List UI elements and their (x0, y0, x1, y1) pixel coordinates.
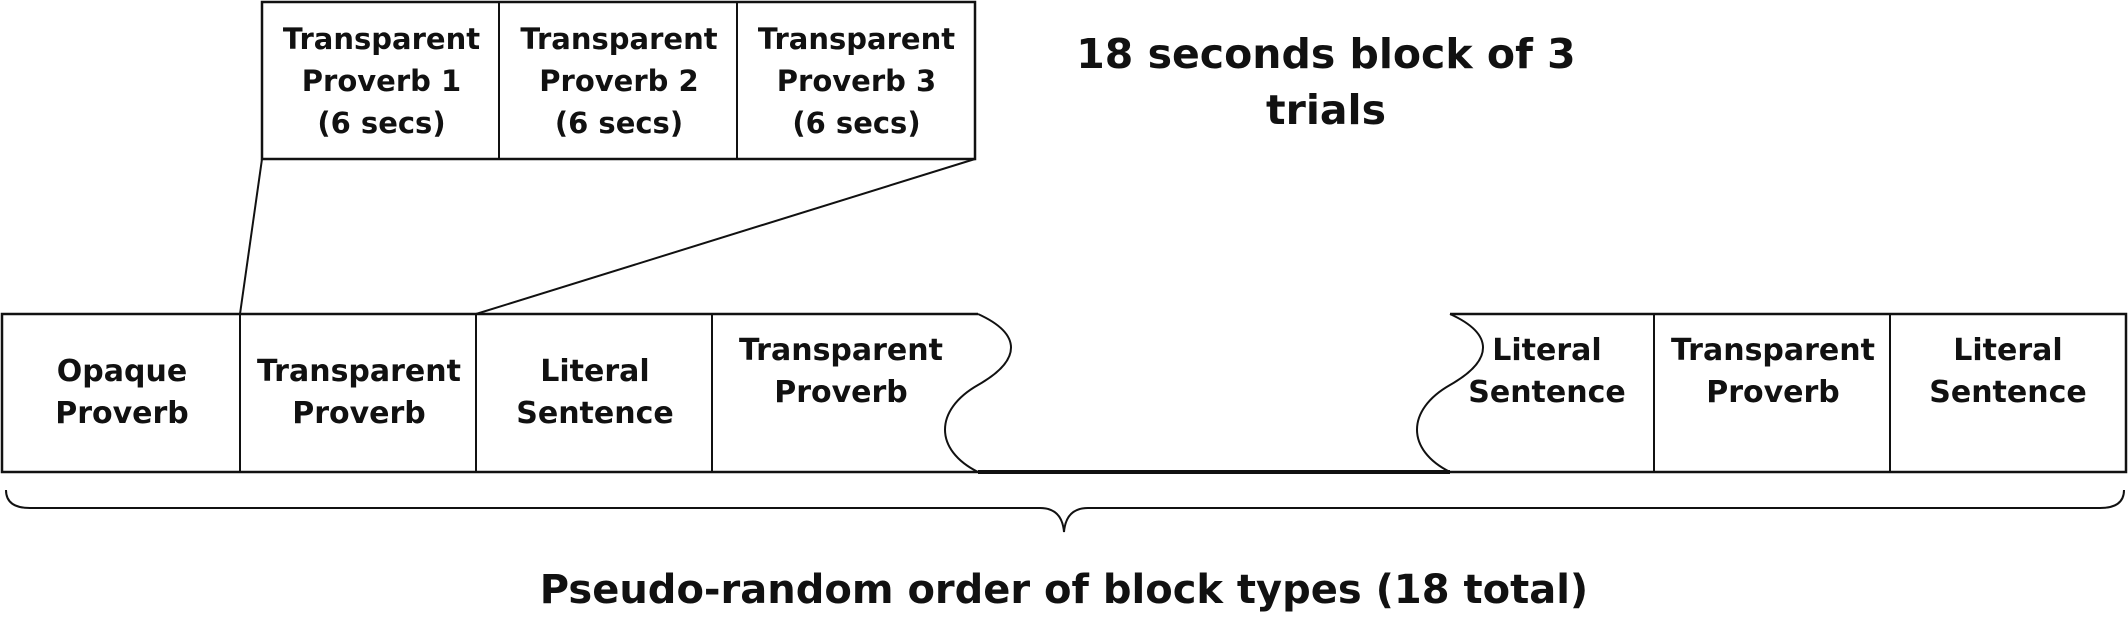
zoom-trial-1: Transparent Proverb 1 (6 secs) (264, 4, 499, 157)
sequence-right-segment (1450, 312, 2128, 474)
sequence-block-7-line-2: Sentence (1929, 375, 2087, 410)
sequence-block-7-line-1: Literal (1953, 333, 2063, 368)
zoom-box-border (260, 0, 977, 161)
sequence-block-7: Literal Sentence (1892, 316, 2124, 470)
zoom-trial-2-line-3: (6 secs) (554, 105, 684, 140)
zoom-caption-line-1: 18 seconds block of 3 (1076, 30, 1576, 78)
sequence-block-3-line-2: Sentence (516, 396, 674, 431)
sequence-block-5-line-1: Literal (1492, 333, 1602, 368)
sequence-block-4-line-2: Proverb (774, 375, 908, 410)
zoom-trial-2-line-1: Transparent (520, 21, 718, 56)
zoom-trial-3-line-2: Proverb 3 (776, 63, 937, 98)
zoom-connector-right (475, 158, 976, 315)
sequence-block-6-line-2: Proverb (1706, 375, 1840, 410)
sequence-block-5-line-2: Sentence (1468, 375, 1626, 410)
zoom-trial-1-line-1: Transparent (282, 21, 481, 56)
zoom-trial-1-line-2: Proverb 1 (301, 63, 462, 98)
sequence-block-3: Literal Sentence (478, 316, 712, 470)
sequence-block-1-line-1: Opaque (56, 354, 188, 389)
sequence-block-6-line-1: Transparent (1671, 333, 1875, 368)
sequence-block-4-line-1: Transparent (739, 333, 943, 368)
sequence-block-5: Literal Sentence (1440, 316, 1654, 470)
sequence-block-4: Transparent Proverb (714, 316, 968, 470)
sequence-caption: Pseudo-random order of block types (18 t… (539, 567, 1589, 613)
sequence-block-2-line-2: Proverb (292, 396, 426, 431)
zoom-trial-3-line-3: (6 secs) (792, 105, 921, 140)
zoom-connector-left (239, 158, 263, 315)
sequence-block-1: Opaque Proverb (4, 316, 240, 470)
zoom-caption-line-2: trials (1266, 86, 1386, 134)
sequence-block-3-line-1: Literal (540, 354, 650, 389)
sequence-block-1-line-2: Proverb (55, 396, 189, 431)
sequence-left-segment (0, 312, 978, 474)
break-wave-right-icon (1416, 313, 1484, 473)
zoom-trial-3-line-1: Transparent (757, 21, 956, 56)
zoom-trial-3: Transparent Proverb 3 (6 secs) (739, 4, 974, 157)
sequence-block-6: Transparent Proverb (1656, 316, 1890, 470)
sequence-block-2-line-1: Transparent (257, 354, 461, 389)
zoom-caption: 18 seconds block of 3 trials (1006, 26, 1646, 138)
zoom-trial-1-line-3: (6 secs) (317, 105, 446, 140)
zoom-trial-2: Transparent Proverb 2 (6 secs) (501, 4, 737, 157)
break-wave-left-icon (944, 313, 1012, 473)
sequence-block-2: Transparent Proverb (242, 316, 476, 470)
curly-brace-icon (5, 489, 2125, 533)
zoom-trial-2-line-2: Proverb 2 (539, 63, 699, 98)
